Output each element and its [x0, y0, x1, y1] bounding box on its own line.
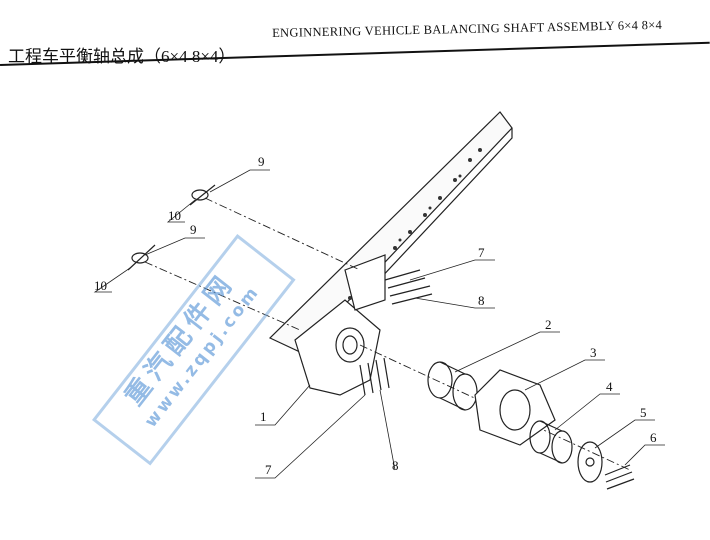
part-5-cover: [577, 441, 603, 483]
rod-end-lower: [127, 244, 156, 271]
callout-5: 5: [640, 405, 647, 420]
part-4-sleeve: [529, 420, 573, 464]
callout-9-lower: 9: [190, 222, 197, 237]
part-2-bushing: [427, 361, 478, 411]
rod-end-upper: [189, 184, 216, 206]
callout-2: 2: [545, 317, 552, 332]
callout-8-lower: 8: [392, 458, 399, 473]
part-6-bolts: [604, 464, 635, 490]
callout-labels: 9 10 9 10 7 8 2 3 4 5 1 6 7 8: [94, 154, 657, 477]
bolts-upper: [384, 269, 433, 305]
callout-3: 3: [590, 345, 597, 360]
callout-4: 4: [606, 379, 613, 394]
part-3-hub: [474, 369, 556, 446]
callout-7-upper: 7: [478, 245, 485, 260]
callout-10-upper: 10: [168, 208, 181, 223]
callout-8-upper: 8: [478, 293, 485, 308]
callout-9-upper: 9: [258, 154, 265, 169]
balance-shaft-bracket: [294, 299, 381, 396]
frame-rail: [268, 111, 513, 353]
callout-6: 6: [650, 430, 657, 445]
bolts-lower: [359, 357, 390, 396]
callout-1: 1: [260, 409, 267, 424]
callout-10-lower: 10: [94, 278, 107, 293]
callout-7-lower: 7: [265, 462, 272, 477]
